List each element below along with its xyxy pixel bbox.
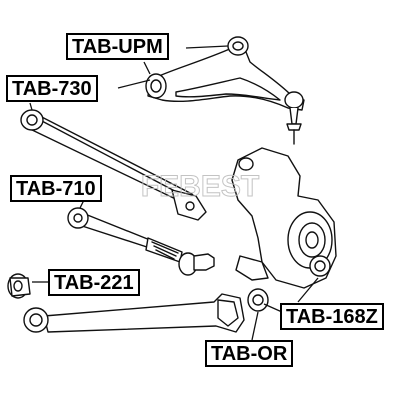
toe-control-rod (67, 207, 215, 276)
leader-lines (29, 45, 319, 341)
label-tab-168z[interactable]: TAB-168Z (280, 303, 384, 330)
label-tab-upm[interactable]: TAB-UPM (66, 33, 169, 60)
ball-joint (284, 91, 304, 109)
label-tab-or[interactable]: TAB-OR (205, 340, 294, 367)
upper-control-arm (145, 36, 305, 145)
steering-knuckle (231, 147, 337, 289)
lower-arm (43, 293, 245, 333)
watermark-text: FEBEST (141, 170, 259, 203)
lateral-arm (20, 109, 207, 221)
separate-bushing (7, 273, 31, 299)
lower-arm-bushing (23, 307, 49, 333)
label-tab-730[interactable]: TAB-730 (6, 75, 98, 102)
label-tab-710[interactable]: TAB-710 (10, 175, 102, 202)
knuckle-bushing (247, 288, 269, 312)
label-tab-221[interactable]: TAB-221 (48, 269, 140, 296)
